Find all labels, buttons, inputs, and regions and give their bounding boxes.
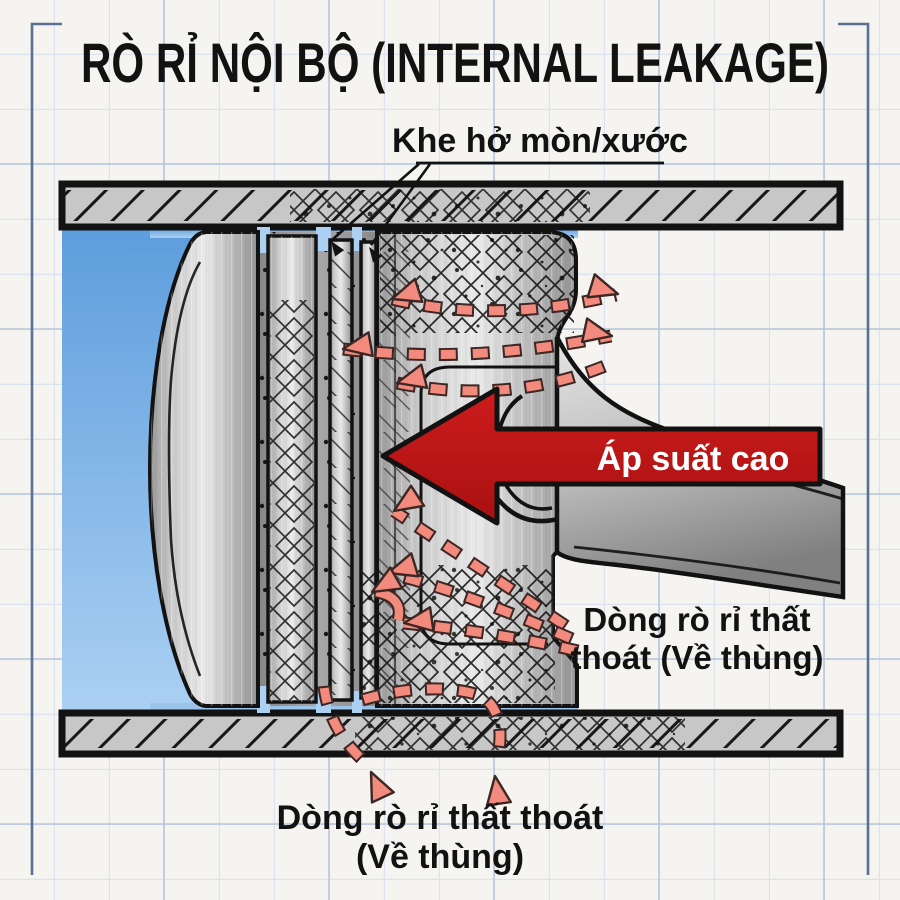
blueprint-frame (30, 22, 870, 875)
leak-arrow-lower-set (364, 484, 580, 658)
leak-bottom-line1: Dòng rò rỉ thất thoát (277, 799, 604, 837)
leak-bottom-line2: (Về thùng) (356, 838, 524, 876)
high-pressure-arrow: Áp suất cao (380, 386, 823, 526)
wear-gap-callout: Khe hở mòn/xước (326, 122, 688, 263)
leak-right-line2: thoát (Về thùng) (571, 639, 824, 676)
leak-arrow-top-set (339, 273, 623, 398)
high-pressure-label: Áp suất cao (597, 440, 790, 478)
cylinder-bottom-wall (58, 709, 844, 758)
leak-right-line1: Dòng rò rỉ thất (583, 601, 810, 638)
cylinder-top-wall (58, 180, 844, 231)
leak-label-bottom: Dòng rò rỉ thất thoát (Về thùng) (277, 799, 604, 876)
wear-gap-label: Khe hở mòn/xước (392, 122, 688, 160)
page-title: RÒ RỈ NỘI BỘ (INTERNAL LEAKAGE) (81, 31, 829, 94)
leak-flow-arrows (317, 273, 623, 807)
leak-arrow-bottom-set (317, 682, 512, 807)
ring-wear-scratches (270, 300, 314, 700)
piston-ring-grooves (257, 227, 378, 713)
leak-label-right: Dòng rò rỉ thất thoát (Về thùng) (571, 601, 824, 676)
piston-head (147, 230, 260, 708)
